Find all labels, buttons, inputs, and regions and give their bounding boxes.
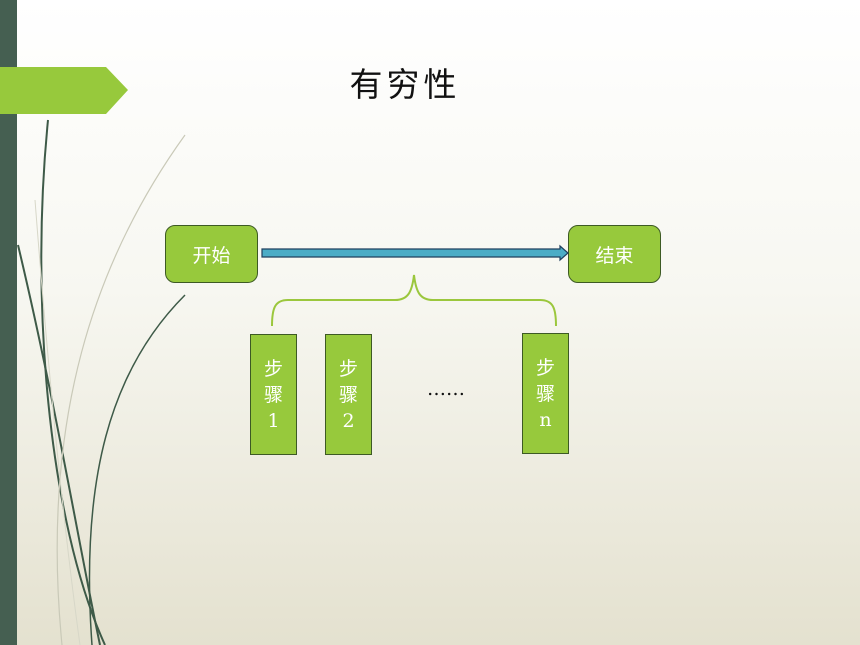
start-box: 开始 (165, 225, 258, 283)
end-box: 结束 (568, 225, 661, 283)
step-box-n-char-2: 骤 (535, 382, 555, 405)
step-box-1-number: 1 (267, 409, 280, 432)
step-box-1: 步 骤 1 (250, 334, 297, 455)
left-sidebar-bar (0, 0, 17, 645)
step-box-1-char-2: 骤 (263, 383, 283, 406)
title-tab-arrow (0, 67, 128, 114)
ellipsis-text: …… (427, 378, 465, 400)
step-box-1-char-1: 步 (263, 357, 283, 380)
step-box-2-char-2: 骤 (338, 383, 358, 406)
slide-title: 有穷性 (349, 65, 461, 104)
step-box-2-number: 2 (342, 409, 355, 432)
step-box-2-char-1: 步 (338, 357, 358, 380)
step-box-n: 步 骤 n (522, 333, 569, 454)
step-box-2: 步 骤 2 (325, 334, 372, 455)
step-box-n-number: n (539, 408, 552, 431)
step-box-n-char-1: 步 (535, 356, 555, 379)
